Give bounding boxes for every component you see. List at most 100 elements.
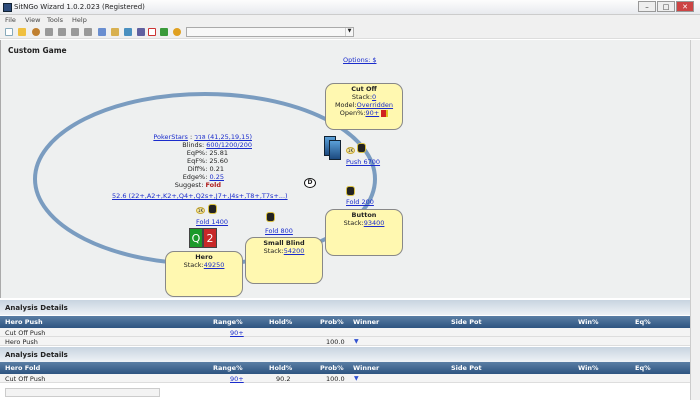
table-row: Hero Push 100.0 ▼ [0,337,690,346]
stack-label: Stack: [263,247,284,255]
poker-table [33,92,377,266]
tool-disabled-icon [84,28,92,36]
sb-action-link[interactable]: Fold 800 [265,227,293,235]
col-hold: Hold% [269,364,293,372]
chip-stack-icon [208,204,217,214]
tool-disabled-icon [45,28,53,36]
menu-help[interactable]: Help [72,16,87,24]
status-bar [5,388,160,397]
blinds-link[interactable]: 600/1200/200 [206,141,252,149]
new-icon[interactable] [5,28,13,36]
range-color-icon [381,109,387,117]
wizard-icon[interactable] [173,28,181,36]
model-label: Model: [334,101,357,109]
tool-disabled-icon [71,28,79,36]
prob-value: 100.0 [326,375,345,383]
edit-icon[interactable] [160,28,168,36]
edge-label: Edge%: [182,173,208,181]
col-range: Range% [213,318,243,326]
copy-icon[interactable] [98,28,106,36]
col-winner: Winner [353,318,380,326]
cutoff-action-link[interactable]: Push 6700 [346,158,381,166]
col-winner: Winner [353,364,380,372]
row-name: Cut Off Push [5,329,46,337]
blinds-label: Blinds: [182,141,205,149]
game-select[interactable]: ▼ [186,27,354,37]
chart-icon[interactable] [148,28,156,36]
site-link[interactable]: PokerStars [153,133,188,141]
eqp-label: EqP%: [186,149,208,157]
hero-range-link[interactable]: 52.6 (22+,A2+,K2+,Q4+,Q2s+,J7+,J4s+,T8+,… [112,192,288,200]
row-name: Cut Off Push [5,375,46,383]
menu-file[interactable]: File [5,16,16,24]
options-link[interactable]: Options: $ [343,56,377,64]
analysis-header: Analysis Details [0,347,690,362]
col-hold: Hold% [269,318,293,326]
model-link[interactable]: Overridden [356,101,394,109]
paste-icon[interactable] [111,28,119,36]
stack-label: Stack: [351,93,373,101]
menu-view[interactable]: View [25,16,41,24]
edge-link[interactable]: 0.25 [209,173,224,181]
diff-value: 0.21 [209,165,224,173]
expand-triangle-icon[interactable]: ▼ [354,375,359,382]
menu-tools[interactable]: Tools [47,16,64,24]
open-link[interactable]: 90+ [365,109,380,117]
open-label: Open%: [339,109,366,117]
vertical-scrollbar[interactable] [690,40,700,400]
col-sidepot: Side Pot [451,318,482,326]
col-prob: Prob% [320,318,344,326]
chip-stack-icon [357,143,366,153]
chip-stack-icon [346,186,355,196]
payout-link[interactable]: ววล (41,25,19,15) [194,133,252,141]
stack-link[interactable]: 0 [372,93,377,101]
analysis-header: Analysis Details [0,300,690,315]
dealer-button: D [304,178,316,188]
expand-triangle-icon[interactable]: ▼ [354,338,359,345]
row-name: Hero Push [5,338,38,346]
seat-cutoff[interactable]: Cut Off Stack:0 Model:Overridden Open%:9… [325,83,403,130]
seat-button[interactable]: Button Stack:93400 [325,209,403,256]
seat-name: Button [351,211,377,219]
seat-name: Cut Off [351,85,377,93]
hero-card-2: 2 [203,228,217,248]
chip-stack-icon [266,212,275,222]
col-prob: Prob% [320,364,344,372]
col-eq: Eq% [635,318,651,326]
separator: : [187,133,195,141]
eqf-value: 25.60 [209,157,228,165]
minimize-button[interactable]: – [638,1,656,12]
stack-label: Stack: [343,219,364,227]
chevron-down-icon[interactable]: ▼ [345,28,353,36]
range-link[interactable]: 90+ [230,329,244,337]
col-sidepot: Side Pot [451,364,482,372]
seat-name: Small Blind [263,239,305,247]
chips-icon[interactable] [32,28,40,36]
hero-action-link[interactable]: Fold 1400 [196,218,229,226]
col-eq: Eq% [635,364,651,372]
range-link[interactable]: 90+ [230,375,244,383]
seat-name: Hero [195,253,213,261]
card-back-icon [329,140,341,160]
hold-value: 90.2 [276,375,291,383]
close-button[interactable]: ✕ [676,1,694,12]
col-scenario: Hero Push [5,318,43,326]
app-icon [3,3,12,12]
table-icon[interactable] [124,28,132,36]
button-action-link[interactable]: Fold 200 [346,198,374,206]
suggest-label: Suggest: [174,181,204,189]
stack-link[interactable]: 54200 [283,247,305,255]
prob-value: 100.0 [326,338,345,346]
stack-link[interactable]: 49250 [203,261,225,269]
stack-label: Stack: [183,261,204,269]
maximize-button[interactable]: □ [657,1,675,12]
stack-link[interactable]: 93400 [363,219,385,227]
card-rank: 2 [206,232,214,245]
seat-small-blind[interactable]: Small Blind Stack:54200 [245,237,323,284]
calendar-icon[interactable] [137,28,145,36]
seat-hero[interactable]: Hero Stack:49250 [165,251,243,297]
open-icon[interactable] [18,28,26,36]
col-win: Win% [578,364,599,372]
col-win: Win% [578,318,599,326]
hero-card-1: Q [189,228,203,248]
